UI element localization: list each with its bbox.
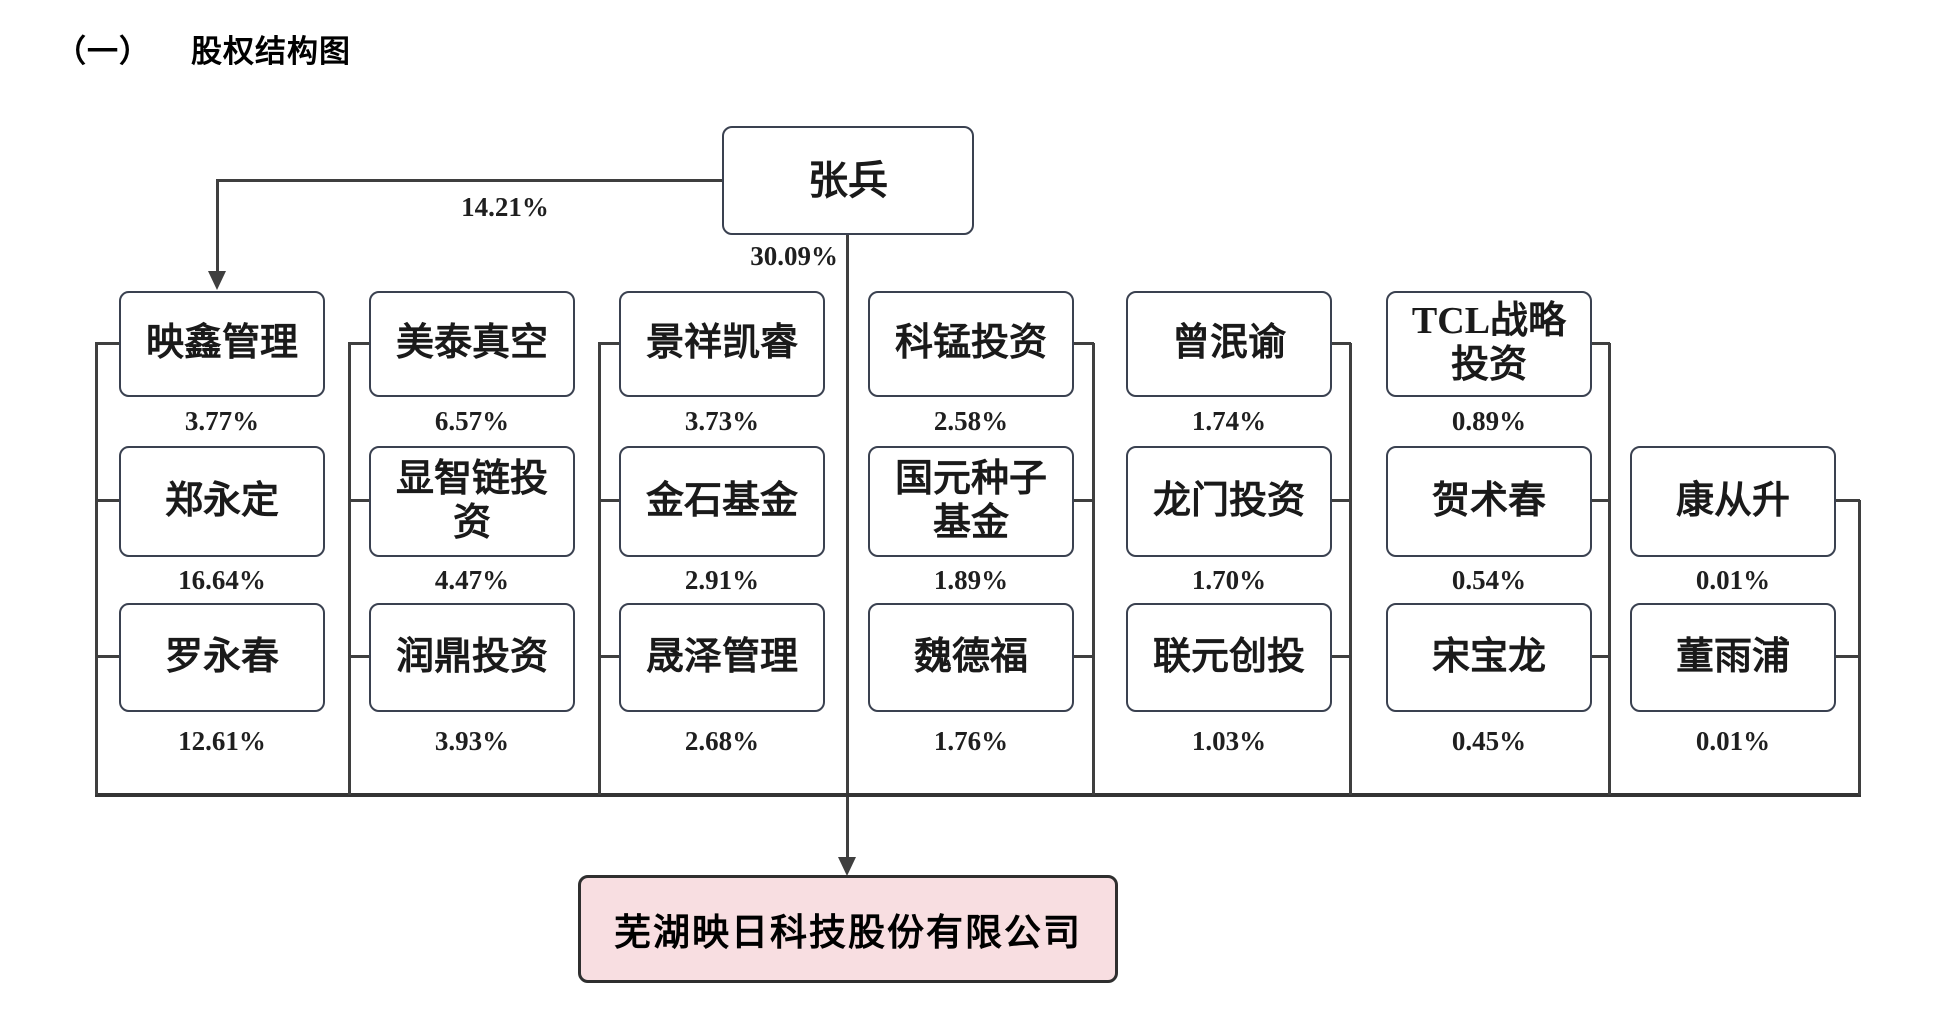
root-shareholder-box: 张兵 [722, 126, 974, 235]
connector-line [1590, 342, 1610, 345]
bracket-line [1608, 343, 1611, 795]
ownership-pct-label: 3.77% [184, 406, 260, 436]
ownership-pct-label: 0.45% [1451, 726, 1527, 756]
shareholder-box: 景祥凯睿 [619, 291, 825, 397]
connector-line [1072, 342, 1094, 345]
shareholder-box: 罗永春 [119, 603, 325, 712]
connector-line [1330, 499, 1351, 502]
ownership-pct-label: 6.57% [434, 406, 510, 436]
ownership-pct-label: 1.03% [1191, 726, 1267, 756]
shareholder-box: 映鑫管理 [119, 291, 325, 397]
connector-line [217, 179, 722, 182]
shareholder-box: 贺术春 [1386, 446, 1592, 557]
ownership-pct-label: 0.01% [1695, 726, 1771, 756]
connector-line [1590, 499, 1610, 502]
root-down-pct-label: 30.09% [750, 241, 838, 271]
bracket-line [598, 343, 601, 795]
ownership-pct-label: 0.54% [1451, 565, 1527, 595]
shareholder-box: 科锰投资 [868, 291, 1074, 397]
shareholder-box: 美泰真空 [369, 291, 575, 397]
shareholder-box: 董雨浦 [1630, 603, 1836, 712]
connector-line [216, 179, 219, 272]
connector-line [1834, 655, 1860, 658]
connector-line [348, 655, 371, 658]
shareholder-box: 联元创投 [1126, 603, 1332, 712]
connector-line [1590, 655, 1610, 658]
arrow-down-icon [838, 857, 856, 876]
ownership-pct-label: 12.61% [178, 726, 266, 756]
ownership-pct-label: 1.76% [933, 726, 1009, 756]
bracket-line [1858, 500, 1861, 795]
shareholder-box: 宋宝龙 [1386, 603, 1592, 712]
connector-line [1072, 655, 1094, 658]
collector-rail-line [95, 793, 1861, 797]
ownership-pct-label: 16.64% [178, 565, 266, 595]
connector-line [1834, 499, 1860, 502]
connector-line [598, 342, 621, 345]
bracket-line [95, 343, 98, 795]
section-title: （一） 股权结构图 [55, 26, 351, 71]
ownership-pct-label: 2.68% [684, 726, 760, 756]
section-number: （一） [55, 34, 151, 69]
bracket-line [1349, 343, 1352, 795]
connector-line [95, 342, 121, 345]
ownership-pct-label: 4.47% [434, 565, 510, 595]
shareholder-box: TCL战略 投资 [1386, 291, 1592, 397]
shareholder-box: 曾泯谕 [1126, 291, 1332, 397]
shareholder-box: 显智链投 资 [369, 446, 575, 557]
ownership-pct-label: 1.74% [1191, 406, 1267, 436]
shareholder-box: 晟泽管理 [619, 603, 825, 712]
connector-line [95, 655, 121, 658]
connector-line [1330, 342, 1351, 345]
ownership-pct-label: 1.89% [933, 565, 1009, 595]
shareholder-box: 魏德福 [868, 603, 1074, 712]
connector-line [348, 499, 371, 502]
arrow-down-icon [208, 271, 226, 290]
section-title-text: 股权结构图 [191, 34, 351, 69]
connector-line [598, 499, 621, 502]
ownership-pct-label: 1.70% [1191, 565, 1267, 595]
shareholder-box: 康从升 [1630, 446, 1836, 557]
shareholder-box: 国元种子 基金 [868, 446, 1074, 557]
company-box: 芜湖映日科技股份有限公司 [578, 875, 1118, 983]
ownership-pct-label: 0.01% [1695, 565, 1771, 595]
connector-line [95, 499, 121, 502]
connector-line [1330, 655, 1351, 658]
connector-line [846, 235, 849, 858]
root-left-pct-label: 14.21% [461, 192, 549, 222]
ownership-pct-label: 0.89% [1451, 406, 1527, 436]
connector-line [1072, 499, 1094, 502]
ownership-pct-label: 3.93% [434, 726, 510, 756]
shareholder-box: 郑永定 [119, 446, 325, 557]
ownership-pct-label: 2.58% [933, 406, 1009, 436]
shareholder-box: 龙门投资 [1126, 446, 1332, 557]
connector-line [598, 655, 621, 658]
shareholder-box: 金石基金 [619, 446, 825, 557]
ownership-pct-label: 3.73% [684, 406, 760, 436]
ownership-pct-label: 2.91% [684, 565, 760, 595]
shareholder-box: 润鼎投资 [369, 603, 575, 712]
connector-line [348, 342, 371, 345]
bracket-line [1092, 343, 1095, 795]
bracket-line [348, 343, 351, 795]
